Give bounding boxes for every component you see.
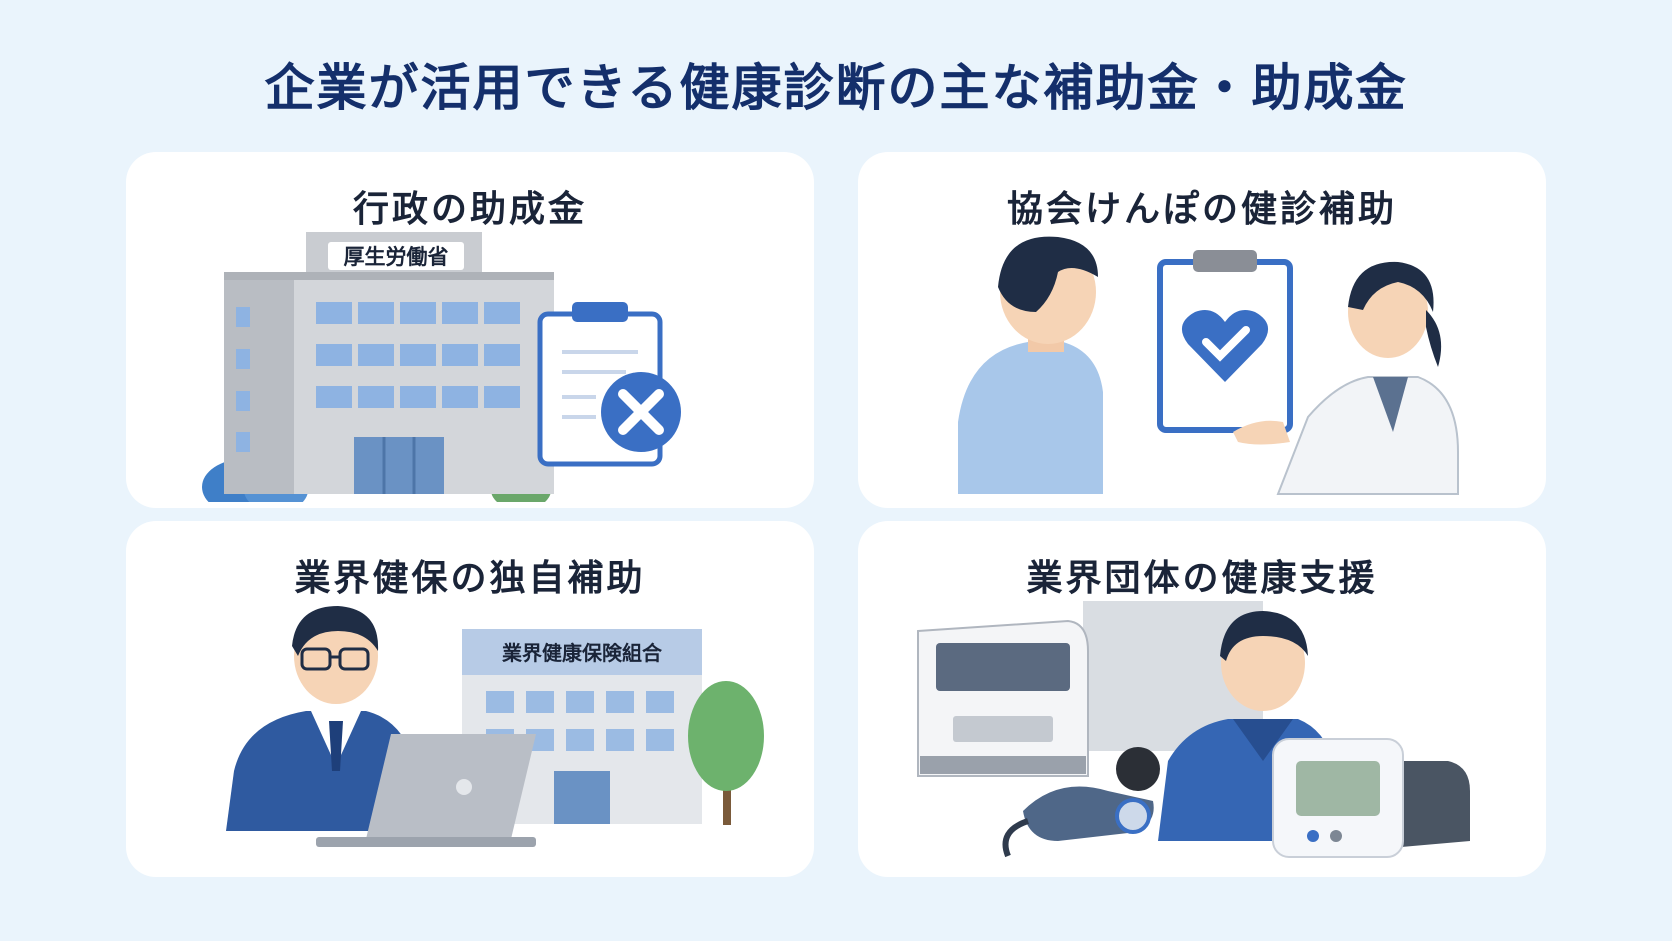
insurance-illustration: 業界健康保険組合 (226, 606, 764, 847)
government-illustration: 厚生労働省 (202, 232, 681, 502)
patient-icon (958, 236, 1103, 494)
card-industry-health-insurance: 業界健保の独自補助 業界健康保険組合 (126, 521, 814, 877)
page-title: 企業が活用できる健康診断の主な補助金・助成金 (264, 59, 1408, 117)
card-industry-association-support: 業界団体の健康支援 (858, 521, 1546, 877)
businessman-icon (226, 606, 424, 831)
blood-pressure-monitor-icon (1272, 738, 1470, 858)
government-building-icon: 厚生労働省 (224, 232, 554, 494)
insurance-building-sign: 業界健康保険組合 (502, 641, 663, 665)
clipboard-x-icon (537, 302, 681, 467)
doctor-icon (1233, 261, 1459, 495)
building-sign: 厚生労働省 (344, 245, 449, 269)
tree-icon (688, 681, 764, 825)
association-illustration (917, 601, 1470, 858)
cpap-mask-icon (1002, 786, 1154, 858)
checkup-illustration (958, 236, 1459, 495)
clipboard-heart-icon (1157, 250, 1293, 433)
card-title-industry-association-support: 業界団体の健康支援 (1026, 558, 1378, 599)
card-kyokai-kenpo: 協会けんぽの健診補助 (858, 152, 1546, 508)
card-title-industry-health-insurance: 業界健保の独自補助 (294, 558, 646, 599)
card-government-subsidy: 行政の助成金 厚生労働省 (126, 152, 814, 508)
laptop-icon (316, 734, 536, 847)
insurance-building-icon: 業界健康保険組合 (462, 629, 702, 824)
card-title-kyokai-kenpo: 協会けんぽの健診補助 (1006, 189, 1397, 230)
card-title-government-subsidy: 行政の助成金 (352, 189, 587, 230)
